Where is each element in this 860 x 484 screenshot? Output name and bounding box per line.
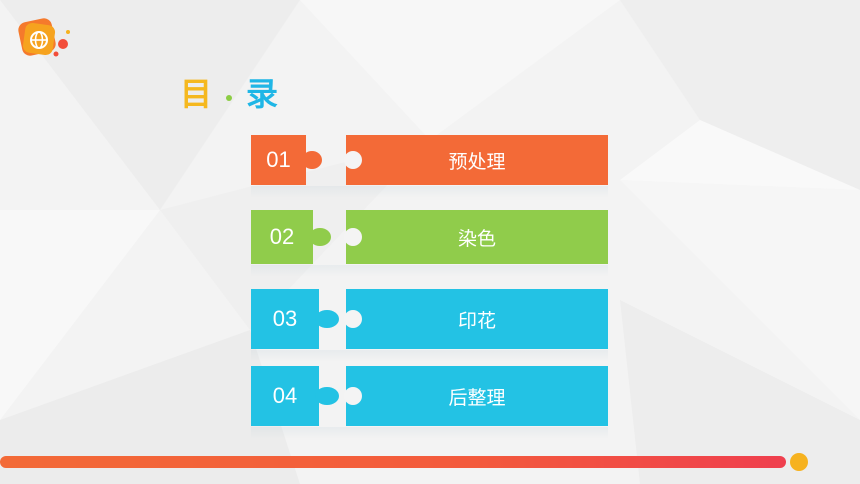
bottom-accent-bar bbox=[0, 456, 786, 468]
title-second-char: 录 bbox=[246, 75, 279, 113]
toc-item-1-number-box: 01 bbox=[251, 135, 306, 185]
toc-item-3-number: 03 bbox=[272, 306, 298, 331]
toc-item-4-label-box: 后整理 bbox=[346, 366, 608, 426]
toc-item-1-hole bbox=[344, 151, 362, 169]
toc-item-3-knob bbox=[315, 310, 339, 328]
bottom-accent-dot bbox=[790, 453, 808, 471]
toc-item-4-reflection bbox=[251, 427, 608, 439]
toc-item-3-hole bbox=[344, 310, 362, 328]
logo-globe-card-icon bbox=[18, 18, 70, 57]
toc-item-3-number-box: 03 bbox=[251, 289, 319, 349]
toc-item-2-reflection bbox=[251, 265, 608, 277]
toc-item-1-reflection bbox=[251, 186, 608, 198]
toc-item-3-label-box: 印花 bbox=[346, 289, 608, 349]
toc-item-1-knob bbox=[302, 151, 322, 169]
toc-item-1-number: 01 bbox=[266, 147, 291, 172]
toc-item-2-number: 02 bbox=[269, 224, 295, 249]
page-title: 目 录 bbox=[180, 72, 278, 116]
toc-item-2-hole bbox=[344, 228, 362, 246]
toc-item-2[interactable]: 02 染色 bbox=[251, 210, 608, 264]
toc-item-4-number: 04 bbox=[272, 383, 298, 408]
toc-item-3[interactable]: 03 印花 bbox=[251, 289, 608, 349]
toc-item-4-hole bbox=[344, 387, 362, 405]
toc-item-4[interactable]: 04 后整理 bbox=[251, 366, 608, 426]
toc-item-4-label: 后整理 bbox=[448, 386, 506, 409]
toc-item-1-label: 预处理 bbox=[448, 150, 506, 173]
title-dot bbox=[226, 95, 233, 101]
toc-item-2-knob bbox=[309, 228, 331, 246]
toc-item-4-knob bbox=[315, 387, 339, 405]
toc-item-1-label-box: 预处理 bbox=[346, 135, 608, 185]
toc-item-3-label: 印花 bbox=[457, 309, 496, 332]
toc-item-2-number-box: 02 bbox=[251, 210, 313, 264]
toc-item-3-reflection bbox=[251, 350, 608, 362]
title-first-char: 目 bbox=[180, 75, 213, 113]
toc-item-4-number-box: 04 bbox=[251, 366, 319, 426]
toc-item-2-label: 染色 bbox=[457, 227, 496, 250]
toc-item-2-label-box: 染色 bbox=[346, 210, 608, 264]
toc-item-1[interactable]: 01 预处理 bbox=[251, 135, 608, 185]
